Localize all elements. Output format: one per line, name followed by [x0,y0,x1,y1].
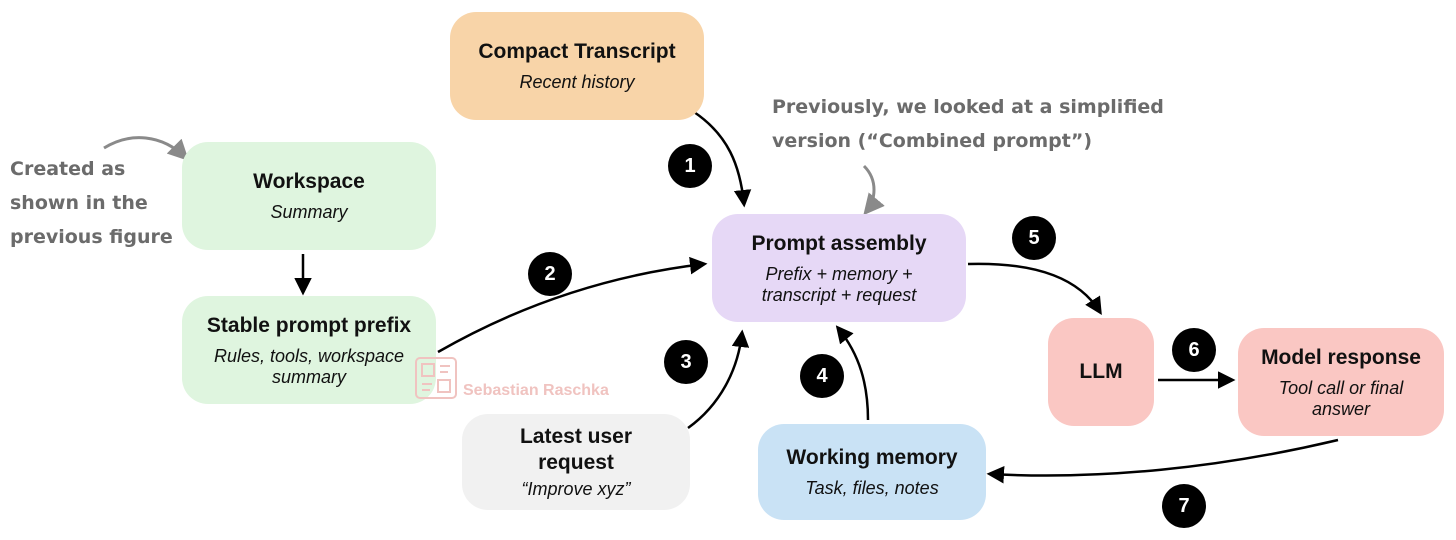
workspace-box: Workspace Summary [182,142,436,250]
stable-prefix-subtitle: Rules, tools, workspace summary [213,345,405,387]
watermark-logo-icon [415,357,457,399]
prompt-assembly-subtitle: Prefix + memory + transcript + request [761,263,917,305]
prompt-assembly-title: Prompt assembly [751,231,927,255]
step-badge-7: 7 [1162,484,1206,528]
latest-request-subtitle: “Improve xyz” [521,478,631,499]
annotation-arrow-left [103,136,189,161]
latest-request-title: Latest user request [519,425,633,474]
compact-transcript-box: Compact Transcript Recent history [450,12,704,120]
arrow-step-7 [986,438,1339,484]
model-response-box: Model response Tool call or final answer [1238,328,1444,436]
annotation-top-line-1: Previously, we looked at a simplified [772,96,1164,118]
annotation-left-line-2: shown in the [10,192,148,214]
prompt-assembly-box: Prompt assembly Prefix + memory + transc… [712,214,966,322]
step-badge-4: 4 [800,354,844,398]
watermark-text: Sebastian Raschka [463,382,609,399]
workspace-title: Workspace [253,170,365,194]
arrow-step-1 [693,110,752,208]
compact-transcript-subtitle: Recent history [519,72,635,93]
step-badge-5: 5 [1012,216,1056,260]
annotation-left-line-1: Created as [10,158,126,180]
arrow-step-3 [687,329,750,430]
annotation-previously-simplified: Previously, we looked at a simplified ve… [772,90,1164,158]
annotation-left-line-3: previous figure [10,226,173,248]
llm-box: LLM [1048,318,1154,426]
model-response-subtitle: Tool call or final answer [1278,377,1404,419]
arrow-step-5 [967,262,1102,315]
step-badge-3: 3 [664,340,708,384]
step-badge-6: 6 [1172,328,1216,372]
working-memory-box: Working memory Task, files, notes [758,424,986,520]
annotation-created-as-shown: Created as shown in the previous figure [10,152,173,254]
annotation-arrow-top [862,164,885,216]
stable-prefix-box: Stable prompt prefix Rules, tools, works… [182,296,436,404]
working-memory-subtitle: Task, files, notes [805,478,939,499]
compact-transcript-title: Compact Transcript [478,40,676,64]
arrow-step-2 [437,256,708,354]
step-badge-1: 1 [668,144,712,188]
stable-prefix-title: Stable prompt prefix [206,313,412,337]
annotation-top-line-2: version (“Combined prompt”) [772,130,1093,152]
llm-title: LLM [1079,360,1123,384]
arrow-step-4 [835,325,870,421]
workspace-subtitle: Summary [270,202,348,223]
model-response-title: Model response [1261,345,1421,369]
step-badge-2: 2 [528,252,572,296]
working-memory-title: Working memory [786,446,958,470]
latest-request-box: Latest user request “Improve xyz” [462,414,690,510]
